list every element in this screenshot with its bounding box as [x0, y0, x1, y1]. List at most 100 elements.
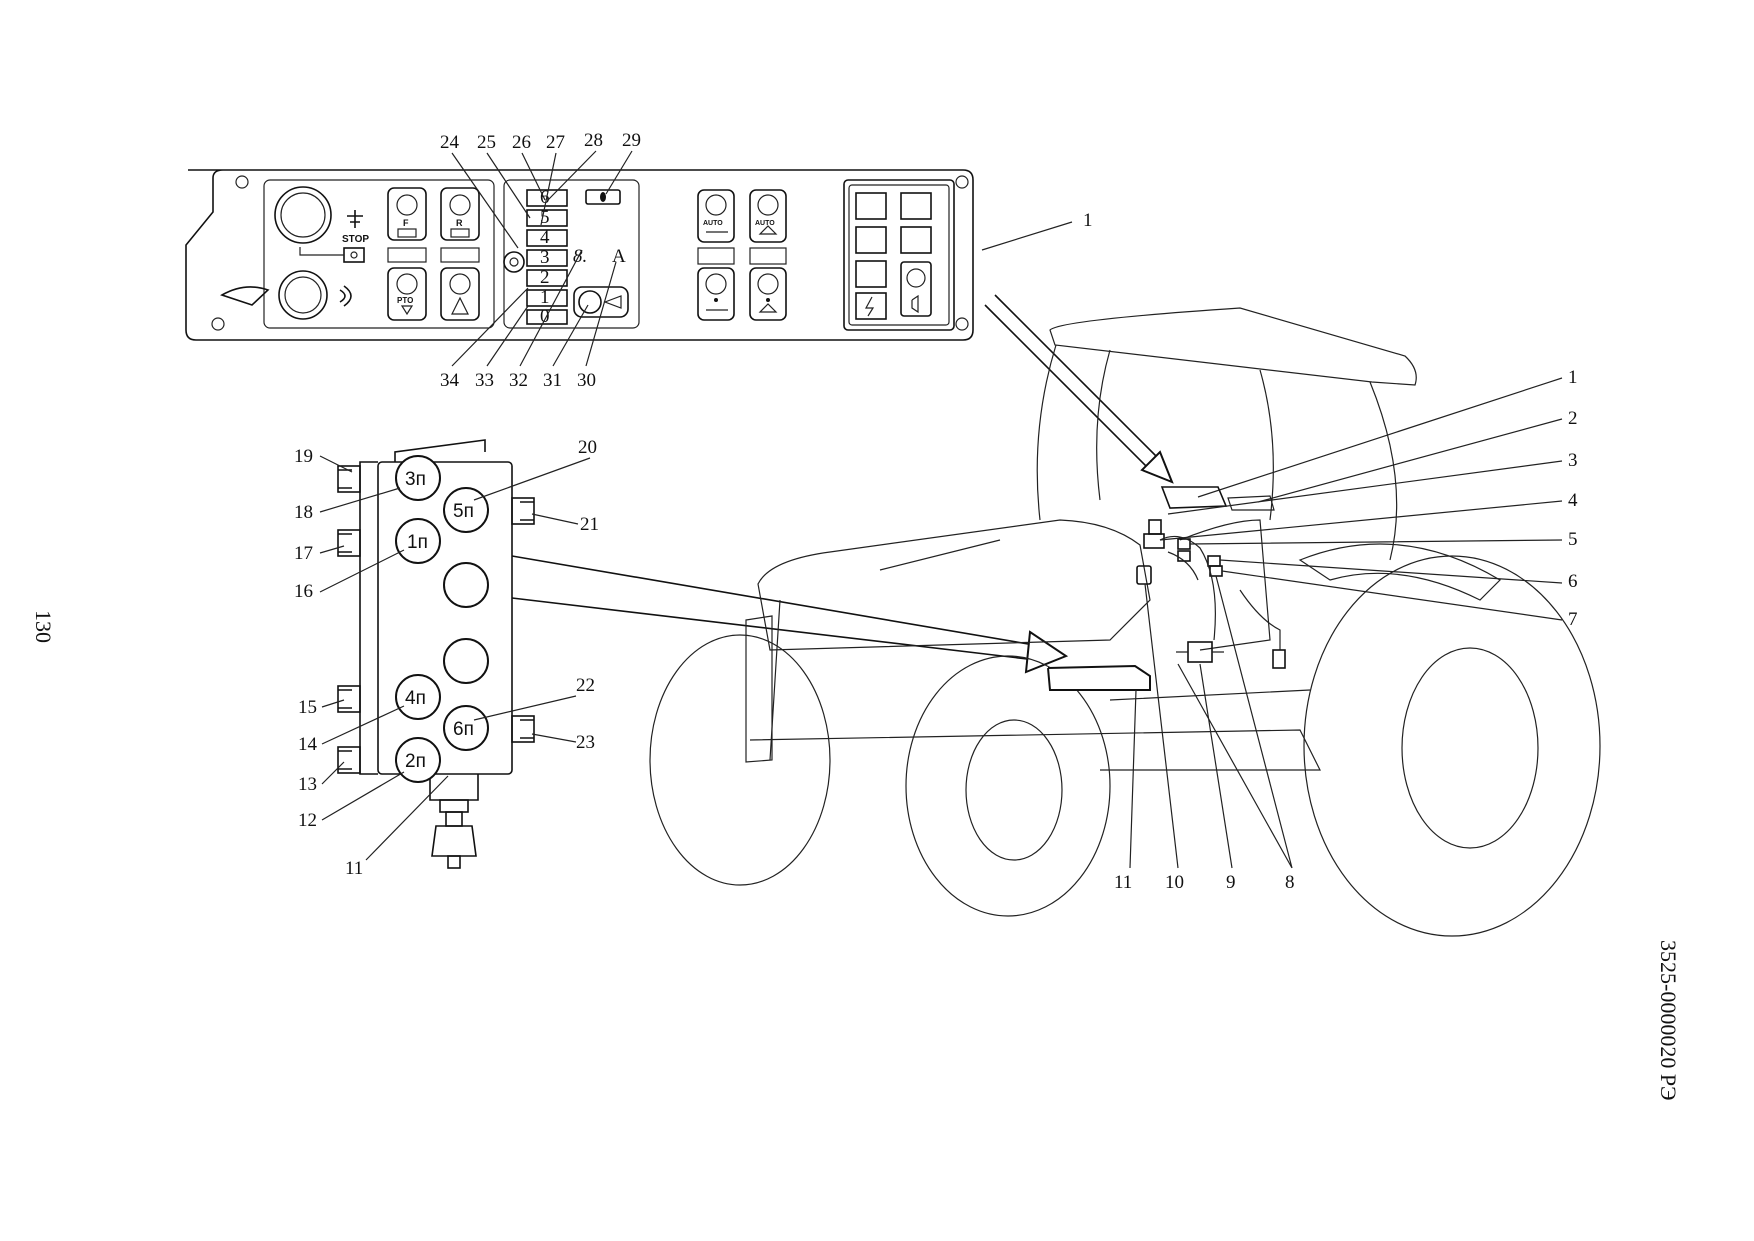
callout-tractor-9: 9 [1226, 872, 1236, 893]
brand-logo-icon [220, 286, 270, 306]
horn-button [278, 270, 328, 320]
gear-6: 6 [540, 187, 550, 208]
warning-lamp-block [843, 179, 955, 331]
screw-icon [955, 175, 969, 189]
gear-indicator-column: 6 5 4 3 2 1 0 [526, 187, 568, 327]
mode-button [573, 286, 629, 318]
valve-block-location [1047, 664, 1151, 691]
button-forward: F [387, 187, 427, 241]
stop-label: STOP [342, 234, 369, 245]
gear-2: 2 [540, 267, 550, 288]
pointer-arrow [984, 294, 1161, 471]
port-6n: 6п [443, 705, 489, 751]
callout-16: 16 [294, 581, 313, 602]
callout-tractor-11: 11 [1114, 872, 1132, 893]
callout-21: 21 [580, 514, 599, 535]
svg-text:1п: 1п [407, 532, 428, 553]
indicator-lamp [585, 189, 621, 205]
callout-24: 24 [440, 132, 460, 153]
tractor-outline [649, 307, 1601, 937]
svg-text:AUTO: AUTO [755, 220, 775, 227]
button-auto-2: AUTO [749, 189, 787, 243]
warning-lamp-filter-icon [855, 226, 887, 254]
svg-text:AUTO: AUTO [703, 220, 723, 227]
callout-tractor-1: 1 [1568, 367, 1578, 388]
valve-block: 3п 5п 1п 4п 6п 2п [337, 439, 535, 869]
screw-icon [211, 317, 225, 331]
gear-3: 3 [540, 247, 550, 268]
sensor [1272, 649, 1286, 669]
screw-icon [955, 317, 969, 331]
callout-tractor-8: 8 [1285, 872, 1295, 893]
callout-18: 18 [294, 502, 313, 523]
port-5n: 5п [443, 487, 489, 533]
horn-icon [339, 285, 352, 307]
callout-29: 29 [622, 130, 641, 151]
page-number: 130 [31, 610, 56, 643]
callout-12: 12 [298, 810, 317, 831]
callout-tractor-4: 4 [1568, 490, 1578, 511]
port-3n: 3п [395, 455, 441, 501]
gear-0: 0 [540, 306, 550, 327]
gear-4: 4 [540, 227, 550, 248]
gear-range-display: A [612, 246, 626, 267]
callout-23: 23 [576, 732, 595, 753]
connector [1177, 538, 1191, 550]
callout-28: 28 [584, 130, 603, 151]
callout-13: 13 [298, 774, 317, 795]
button-reverse: R [440, 187, 480, 241]
svg-text:2п: 2п [405, 751, 426, 772]
callout-33: 33 [475, 370, 494, 391]
callout-30: 30 [577, 370, 596, 391]
callout-11: 11 [345, 858, 363, 879]
warning-lamp-manual-icon [900, 226, 932, 254]
svg-text:F: F [403, 218, 409, 228]
callout-25: 25 [477, 132, 496, 153]
connector [1207, 555, 1221, 567]
tractor-callouts: 1 2 3 4 5 6 7 11 10 9 8 [1114, 367, 1578, 893]
port-plug [443, 562, 489, 608]
warning-lamp-battery-icon [855, 292, 887, 320]
callout-34: 34 [440, 370, 460, 391]
port-1n: 1п [395, 518, 441, 564]
callout-17: 17 [294, 543, 313, 564]
warning-lamp-fuel-icon [855, 192, 887, 220]
callout-tractor-10: 10 [1165, 872, 1184, 893]
front-wheel-right [905, 655, 1111, 917]
stop-indicator: STOP [342, 210, 369, 263]
callout-tractor-5: 5 [1568, 529, 1578, 550]
document-code: 3525-0000020 РЭ [1656, 940, 1681, 1101]
warning-lamp-sound-button [900, 261, 932, 317]
front-wheel-left [649, 634, 831, 886]
button-pto: PTO [387, 267, 427, 321]
gear-icon [503, 251, 525, 273]
button-diff-lock [697, 267, 735, 321]
warning-lamp-oil-icon [855, 260, 887, 288]
callout-20: 20 [578, 437, 597, 458]
button-4wd-2 [749, 267, 787, 321]
callout-tractor-2: 2 [1568, 408, 1578, 429]
callout-19: 19 [294, 446, 313, 467]
callout-panel-1: 1 [1083, 210, 1093, 231]
gear-1: 1 [540, 287, 550, 308]
callout-26: 26 [512, 132, 531, 153]
callout-22: 22 [576, 675, 595, 696]
callout-tractor-6: 6 [1568, 571, 1578, 592]
valve-callouts: 19 20 18 17 21 16 15 22 14 23 13 12 11 [294, 437, 599, 879]
port-4n: 4п [395, 674, 441, 720]
gear-5: 5 [540, 207, 550, 228]
button-auto-1: AUTO [697, 189, 735, 243]
port-2n: 2п [395, 737, 441, 783]
panel-callouts: 24 25 26 27 28 29 34 33 32 31 30 1 [440, 130, 1093, 391]
valve-location [1187, 641, 1213, 663]
pointer-arrow [511, 555, 1041, 661]
callout-tractor-3: 3 [1568, 450, 1578, 471]
callout-14: 14 [298, 734, 318, 755]
sensor [1136, 565, 1152, 585]
callout-32: 32 [509, 370, 528, 391]
tractor-components [1047, 486, 1286, 691]
rear-wheel [1303, 555, 1601, 937]
svg-text:6п: 6п [453, 719, 474, 740]
svg-text:R: R [456, 218, 463, 228]
